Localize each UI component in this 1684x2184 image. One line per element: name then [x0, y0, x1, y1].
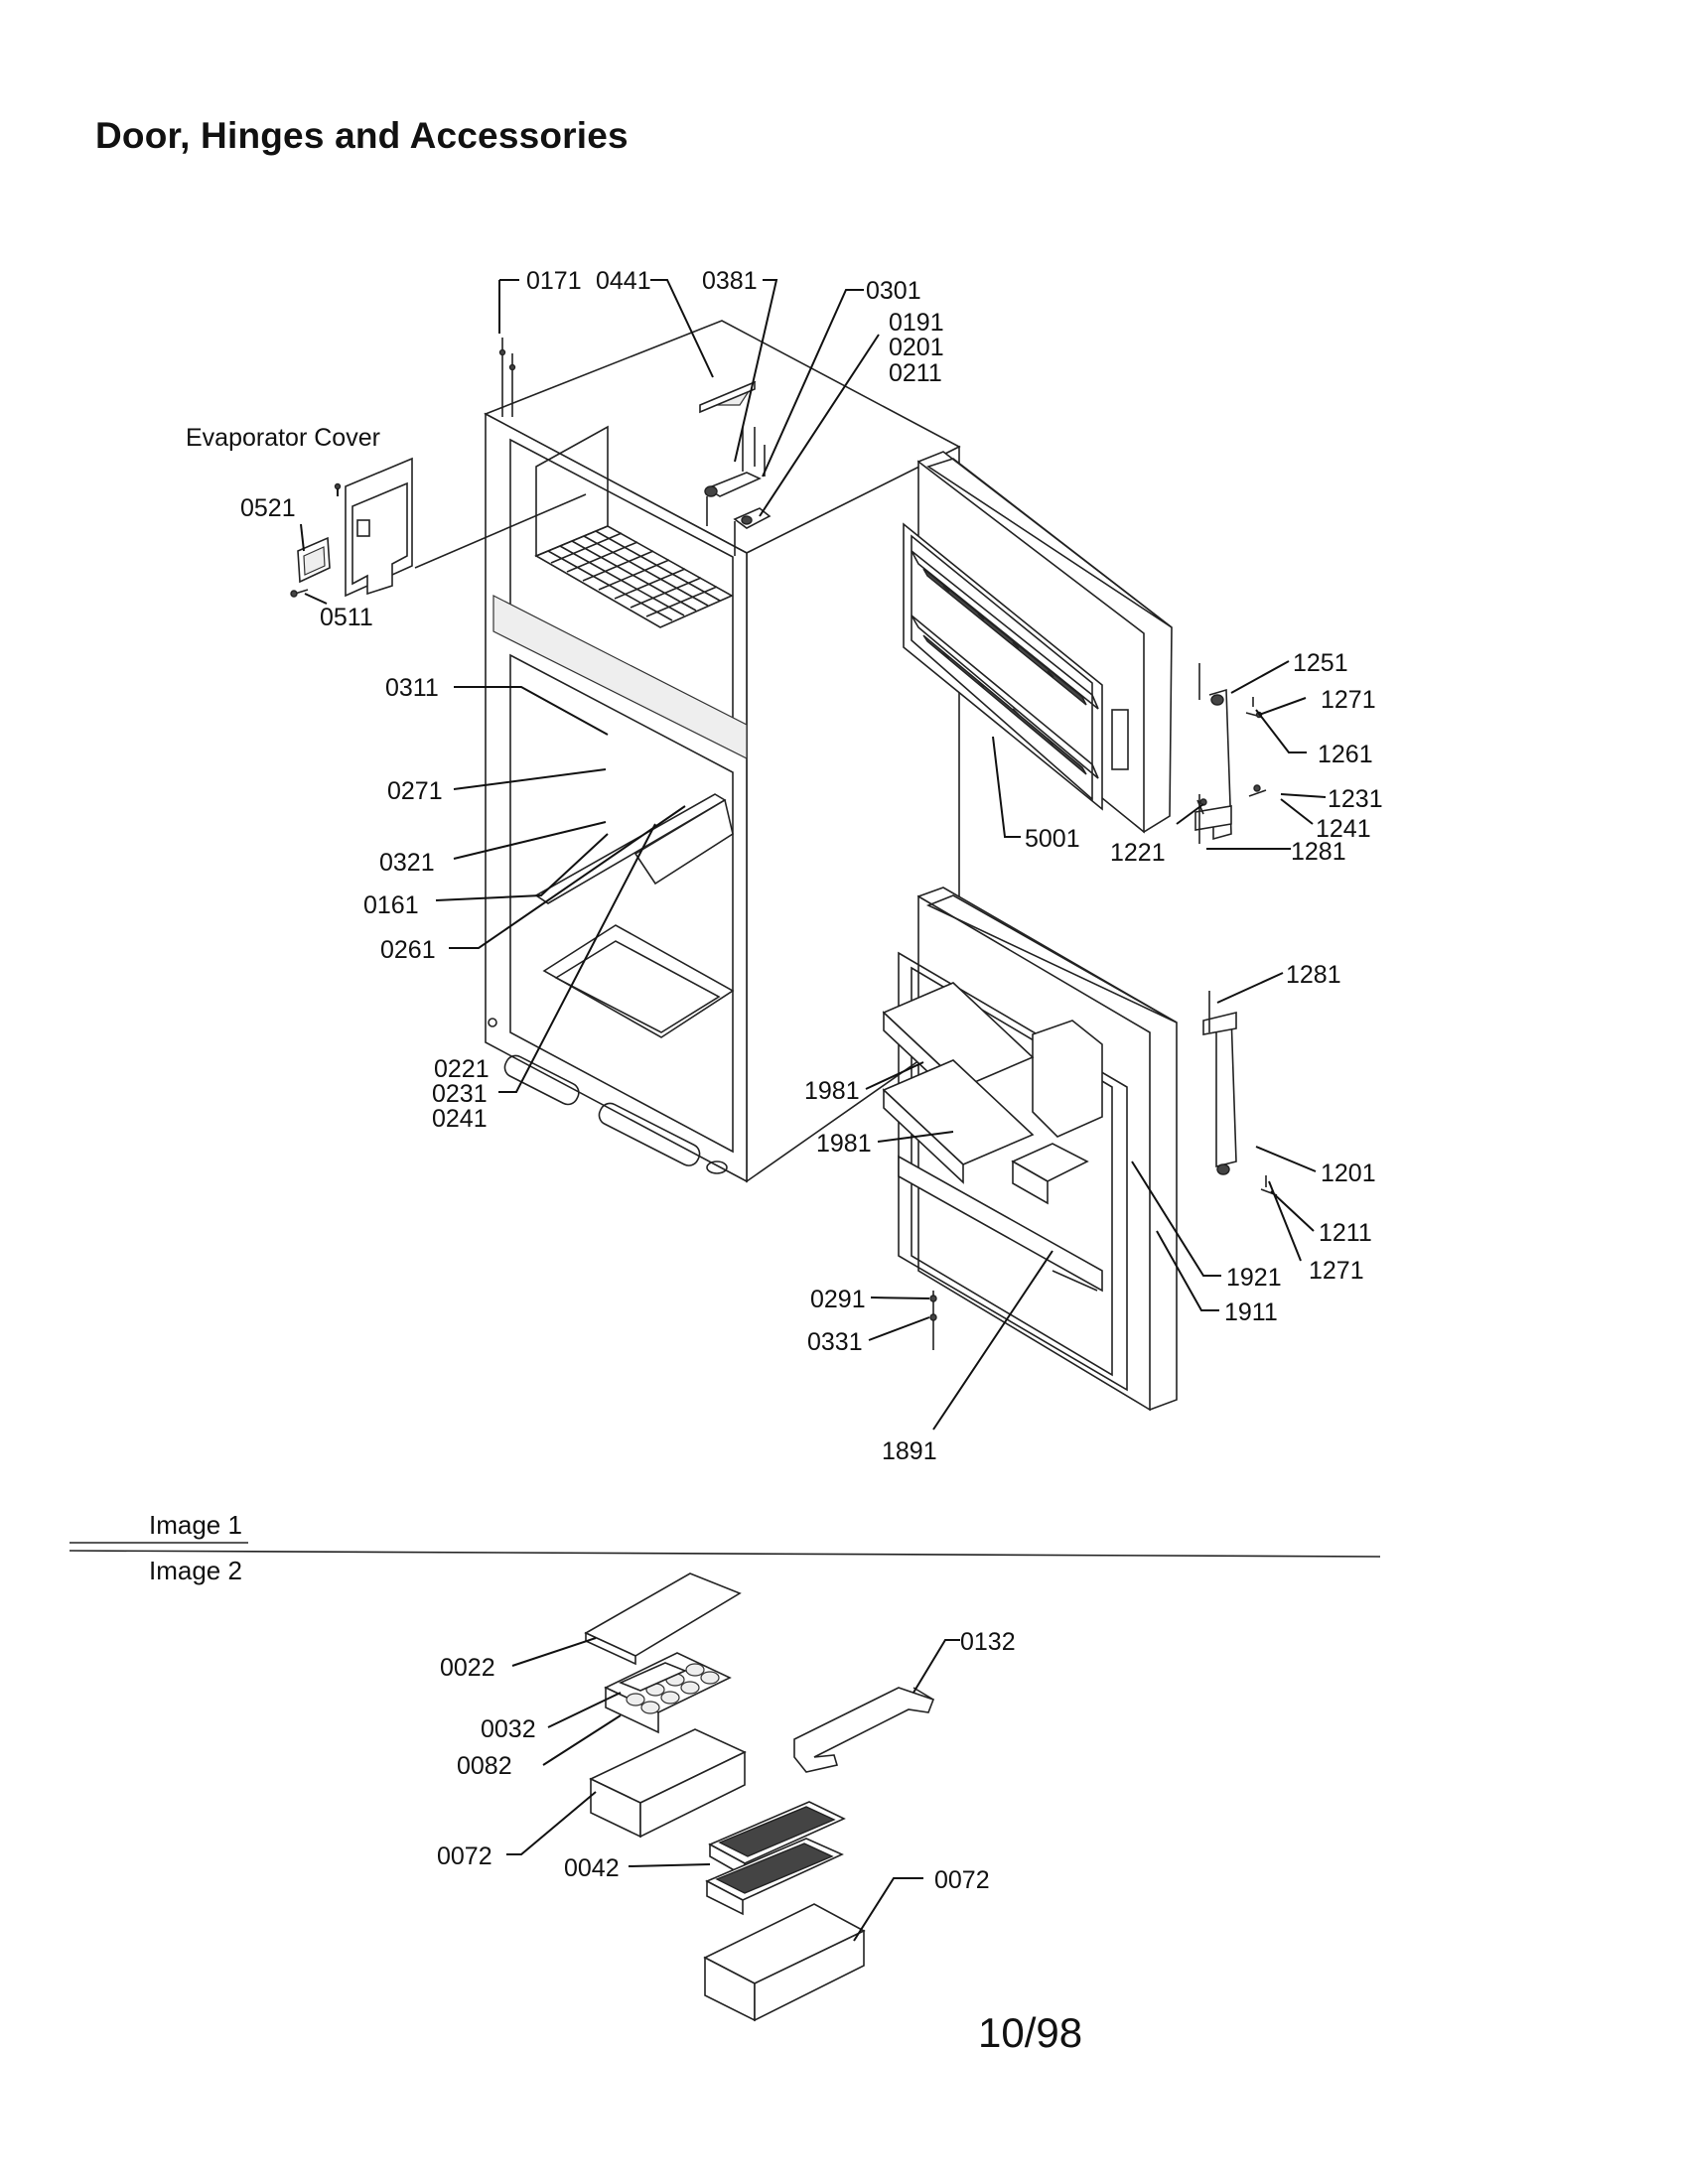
label-1981-upper: 1981 — [804, 1077, 860, 1105]
label-image-2: Image 2 — [149, 1556, 242, 1585]
label-0241: 0241 — [432, 1105, 488, 1133]
label-0381: 0381 — [702, 267, 758, 295]
freezer-door — [903, 451, 1173, 834]
accessories-image2 — [584, 1572, 935, 2022]
label-1891: 1891 — [882, 1437, 937, 1465]
fresh-food-door — [882, 887, 1178, 1412]
label-1211: 1211 — [1319, 1219, 1372, 1247]
label-1921: 1921 — [1226, 1264, 1282, 1292]
label-0072-upper: 0072 — [437, 1843, 492, 1870]
label-5001: 5001 — [1025, 825, 1080, 853]
label-0132: 0132 — [960, 1628, 1016, 1656]
page-title: Door, Hinges and Accessories — [95, 115, 629, 156]
label-1911: 1911 — [1224, 1298, 1278, 1326]
part-labels-image1: 0171 0441 0381 0301 0191 0201 0211 Evapo… — [186, 267, 1383, 1465]
label-0441: 0441 — [596, 267, 651, 295]
label-0301: 0301 — [866, 277, 921, 305]
label-0521: 0521 — [240, 494, 296, 522]
section-divider — [69, 1550, 1381, 1558]
label-0511: 0511 — [320, 604, 373, 631]
label-0042: 0042 — [564, 1854, 620, 1882]
label-1981-lower: 1981 — [816, 1130, 872, 1158]
label-0291: 0291 — [810, 1286, 866, 1313]
label-0171: 0171 — [526, 267, 582, 295]
label-0201: 0201 — [889, 334, 944, 361]
label-evaporator-cover: Evaporator Cover — [186, 424, 380, 452]
label-0161: 0161 — [363, 891, 419, 919]
center-hinge-assembly — [1194, 663, 1267, 844]
label-0321: 0321 — [379, 849, 435, 877]
label-1261: 1261 — [1318, 741, 1373, 768]
label-1281-upper: 1281 — [1291, 838, 1346, 866]
label-0022: 0022 — [440, 1654, 495, 1682]
label-0231: 0231 — [432, 1080, 488, 1108]
bottom-hinge-assembly — [1202, 991, 1278, 1196]
label-0221: 0221 — [434, 1055, 490, 1083]
refrigerator-cabinet — [414, 320, 961, 1183]
label-1271-lower: 1271 — [1309, 1257, 1364, 1285]
label-1281-lower: 1281 — [1286, 961, 1341, 989]
label-0032: 0032 — [481, 1715, 536, 1743]
label-1221: 1221 — [1110, 839, 1166, 867]
label-0191: 0191 — [889, 309, 944, 337]
label-1251: 1251 — [1293, 649, 1348, 677]
label-0311: 0311 — [385, 674, 439, 702]
label-0261: 0261 — [380, 936, 436, 964]
label-0331: 0331 — [807, 1328, 863, 1356]
label-1201: 1201 — [1321, 1160, 1376, 1187]
label-1231: 1231 — [1328, 785, 1383, 813]
label-0072-lower: 0072 — [934, 1866, 990, 1894]
section-labels: Image 1 Image 2 — [149, 1510, 242, 1585]
label-0082: 0082 — [457, 1752, 512, 1780]
label-1241: 1241 — [1316, 815, 1371, 843]
revision-date: 10/98 — [978, 2009, 1082, 2056]
label-0211: 0211 — [889, 359, 942, 387]
callout-leaders-image2 — [506, 1637, 960, 1942]
part-labels-image2: 0022 0032 0082 0072 0042 0072 0132 — [437, 1628, 1016, 1894]
label-1271-upper: 1271 — [1321, 686, 1376, 714]
label-image-1: Image 1 — [149, 1510, 242, 1540]
label-0271: 0271 — [387, 777, 443, 805]
evaporator-cover — [290, 457, 413, 598]
callout-leaders-image1 — [300, 279, 1327, 1431]
